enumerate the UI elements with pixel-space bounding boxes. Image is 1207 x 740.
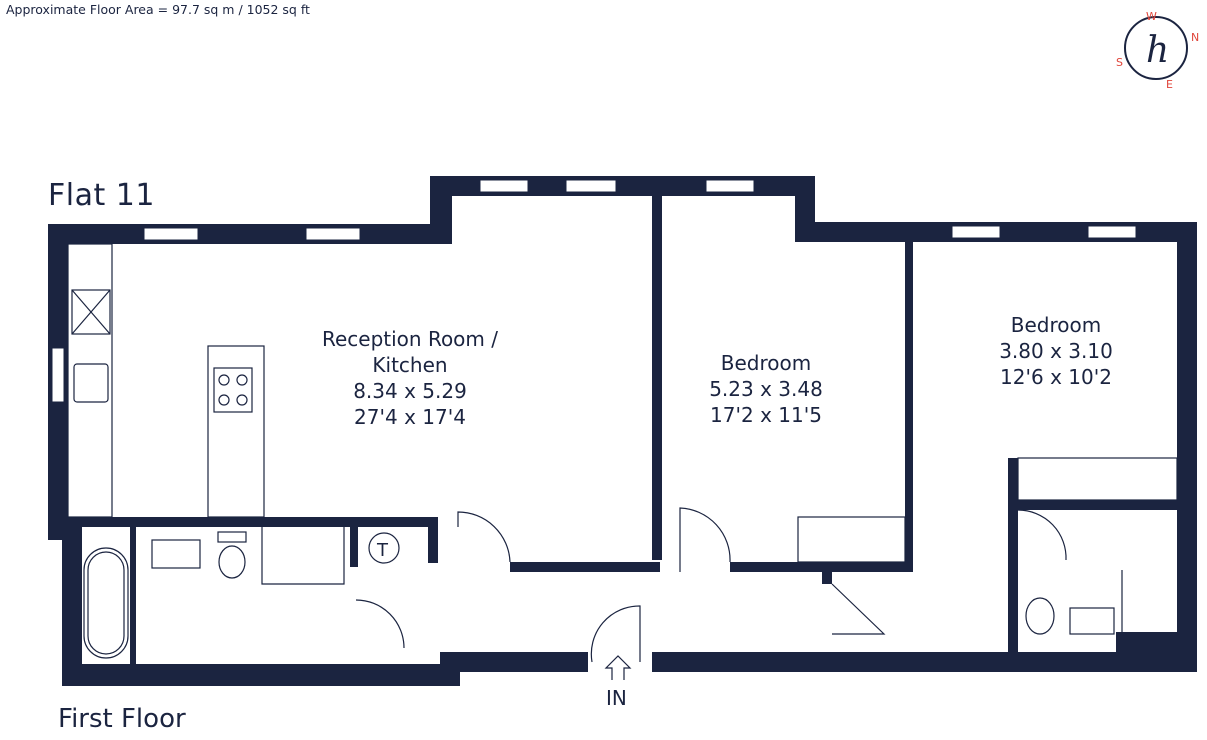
windows bbox=[51, 179, 1137, 403]
kitchen-island bbox=[207, 345, 265, 518]
window bbox=[479, 179, 529, 193]
room-size-metric: 3.80 x 3.10 bbox=[999, 339, 1113, 363]
compass-south-letter: S bbox=[1116, 56, 1123, 69]
room-size-imperial: 12'6 x 10'2 bbox=[1000, 365, 1112, 389]
wall-wc-left bbox=[350, 527, 358, 567]
compass-west-letter: W bbox=[1146, 10, 1157, 23]
boiler-cylinder bbox=[368, 532, 400, 564]
room-size-metric: 5.23 x 3.48 bbox=[709, 377, 823, 401]
wall-bottom-bath bbox=[62, 664, 460, 686]
room-size-metric: 8.34 x 5.29 bbox=[353, 379, 467, 403]
room-size-imperial: 27'4 x 17'4 bbox=[354, 405, 466, 429]
wall-hall-top-mid bbox=[730, 562, 913, 572]
bathtub-inner bbox=[87, 551, 125, 655]
floor-label: First Floor bbox=[58, 704, 186, 734]
compass-ring bbox=[1124, 16, 1188, 80]
wall-ensuite-bottom bbox=[1116, 632, 1197, 670]
window bbox=[1087, 225, 1137, 239]
wall-bed1-bed2 bbox=[905, 242, 913, 572]
wall-top-left bbox=[48, 224, 430, 244]
flat-title: Flat 11 bbox=[48, 178, 155, 213]
hob-burner bbox=[218, 394, 230, 406]
hob-burner bbox=[236, 394, 248, 406]
entrance-door-swing bbox=[590, 605, 641, 663]
door-swing bbox=[679, 507, 731, 572]
bathtub bbox=[83, 547, 129, 659]
shower-screen bbox=[261, 527, 345, 585]
wall-reception-bed1 bbox=[652, 196, 662, 560]
bathroom-wc bbox=[218, 545, 246, 579]
room-label-bedroom-1: Bedroom 5.23 x 3.48 17'2 x 11'5 bbox=[666, 350, 866, 428]
wall-ensuite-left bbox=[1008, 458, 1018, 652]
wall-bottom-hall-left bbox=[440, 652, 588, 672]
room-name: Bedroom bbox=[720, 351, 812, 375]
wall-right bbox=[1177, 222, 1197, 670]
kitchen-counter bbox=[67, 243, 113, 518]
room-label-bedroom-2: Bedroom 3.80 x 3.10 12'6 x 10'2 bbox=[956, 312, 1156, 390]
wall-lower-left-step bbox=[48, 520, 66, 540]
hob-burner bbox=[218, 374, 230, 386]
wall-hall-top bbox=[510, 562, 660, 572]
logo-glyph: h bbox=[1146, 30, 1169, 71]
compass-east-letter: E bbox=[1166, 78, 1173, 90]
wall-bath-divider bbox=[130, 527, 136, 664]
room-size-imperial: 17'2 x 11'5 bbox=[710, 403, 822, 427]
window bbox=[705, 179, 755, 193]
entry-label: IN bbox=[606, 686, 627, 710]
entry-arrow bbox=[604, 655, 632, 680]
window bbox=[51, 347, 65, 403]
room-label-reception: Reception Room / Kitchen 8.34 x 5.29 27'… bbox=[300, 326, 520, 430]
ensuite-basin bbox=[1069, 607, 1115, 635]
window bbox=[305, 227, 361, 241]
wc-cistern bbox=[217, 531, 247, 543]
room-name: Bedroom bbox=[1010, 313, 1102, 337]
room-name: Kitchen bbox=[372, 353, 448, 377]
door-swing bbox=[355, 599, 405, 649]
door-swing bbox=[1017, 509, 1067, 561]
wardrobe-bed2 bbox=[1017, 457, 1178, 501]
room-name: Reception Room / bbox=[321, 327, 498, 351]
boiler-symbol: T bbox=[376, 540, 389, 561]
wall-reception-bottom bbox=[66, 517, 438, 527]
wardrobe-bed1 bbox=[797, 516, 906, 563]
wall-lower-left bbox=[62, 520, 82, 686]
floor-area-text: Approximate Floor Area = 97.7 sq m / 105… bbox=[6, 2, 310, 17]
wall-hall-step bbox=[822, 572, 832, 584]
door-swing bbox=[831, 583, 886, 635]
wall-bottom-hall-right bbox=[652, 652, 1197, 672]
ensuite-wc bbox=[1025, 597, 1055, 635]
fittings bbox=[67, 243, 1178, 663]
kitchen-sink bbox=[73, 363, 109, 403]
window bbox=[143, 227, 199, 241]
window bbox=[951, 225, 1001, 239]
outer-walls bbox=[48, 176, 1197, 686]
bathroom-basin bbox=[151, 539, 201, 569]
wall-bath-right bbox=[428, 517, 438, 563]
door-swing bbox=[457, 511, 511, 563]
compass-north-letter: N bbox=[1191, 31, 1199, 44]
hob-burner bbox=[236, 374, 248, 386]
fridge bbox=[71, 289, 111, 335]
entry-arrow-shape bbox=[604, 655, 632, 680]
internal-walls bbox=[66, 196, 1180, 664]
wall-ensuite-top bbox=[1018, 500, 1180, 510]
window bbox=[565, 179, 617, 193]
fridge-cross bbox=[71, 289, 111, 335]
compass-logo: W N S E h bbox=[1116, 10, 1199, 90]
hob bbox=[213, 367, 253, 413]
